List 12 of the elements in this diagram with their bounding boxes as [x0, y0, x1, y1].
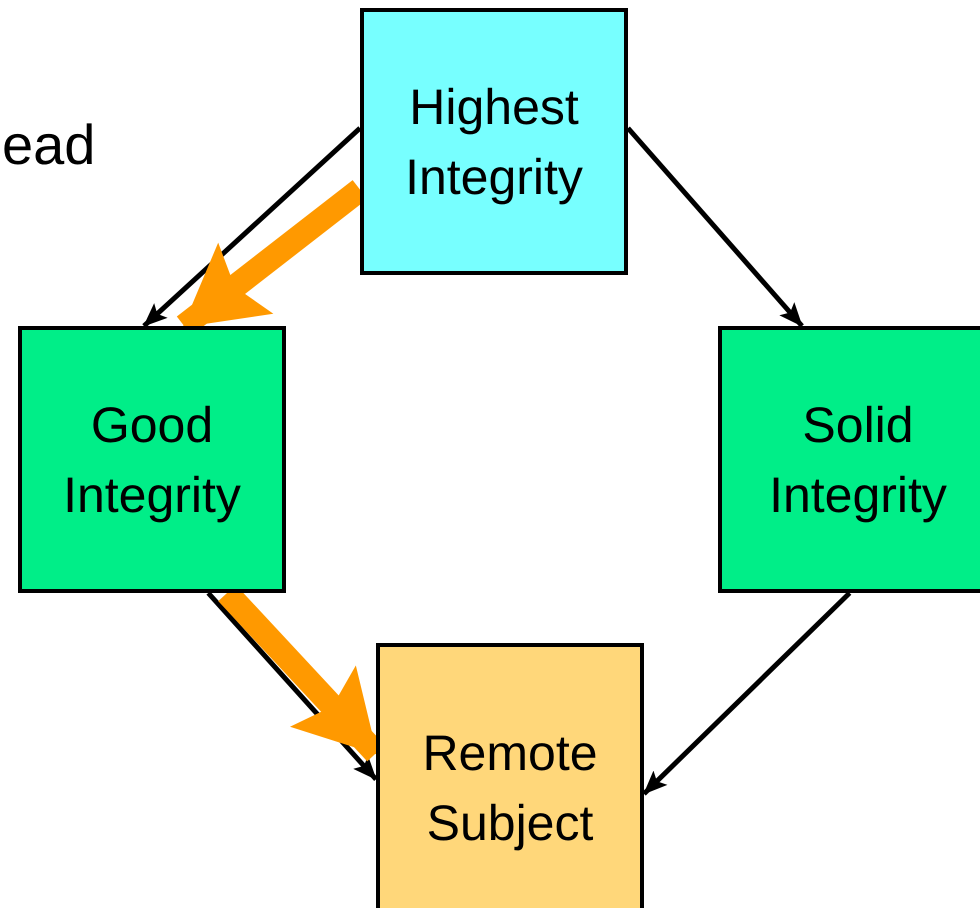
process-box [718, 326, 980, 593]
process-box [376, 643, 644, 908]
box-label: Remote Subject [421, 724, 599, 853]
box-label: Good Integrity [62, 396, 242, 524]
partial-text: ead [2, 112, 96, 177]
process-box [18, 326, 286, 593]
arrow [142, 126, 362, 328]
box-label: Solid Integrity [768, 396, 948, 524]
box-label: Highest Integrity [404, 78, 584, 206]
arrow [626, 126, 804, 328]
process-box [360, 8, 628, 275]
arrow [642, 591, 852, 796]
